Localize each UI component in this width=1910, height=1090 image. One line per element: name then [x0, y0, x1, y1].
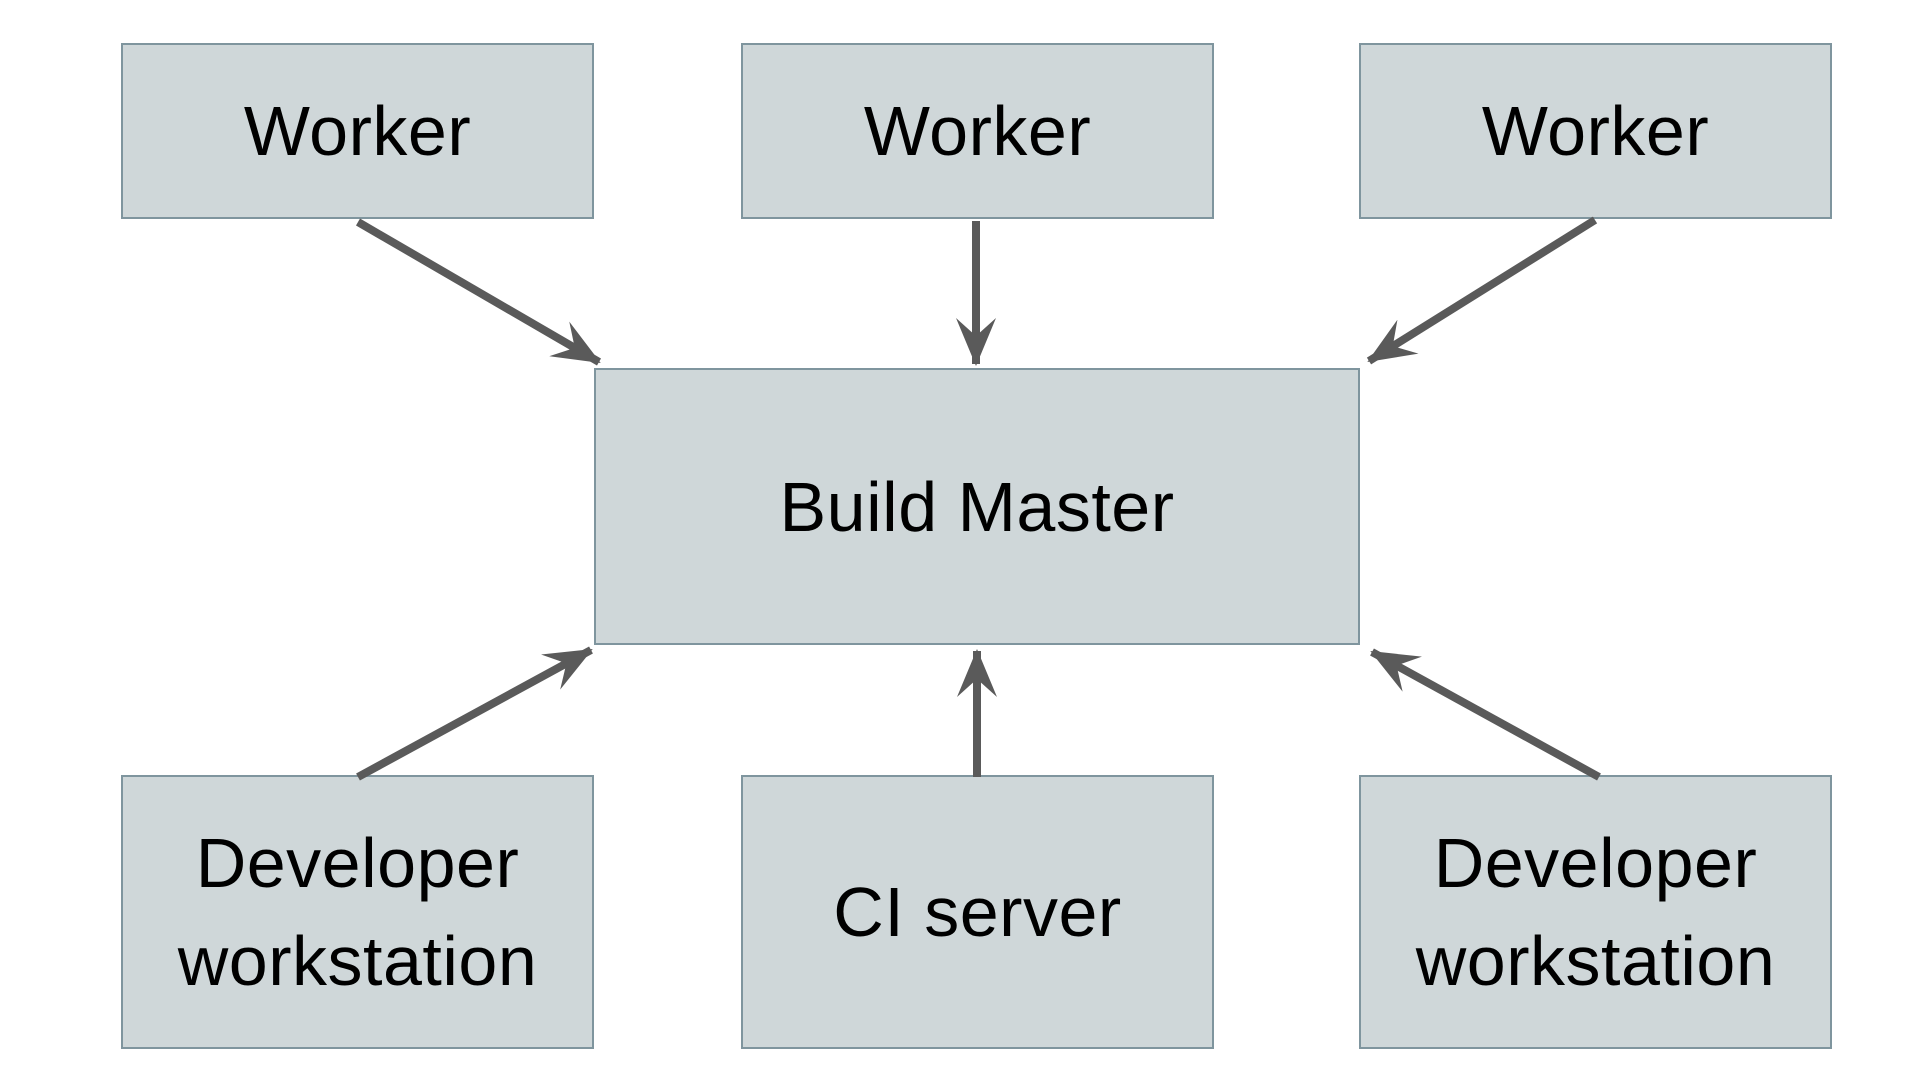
arrow-developer-workstation-right-to-build-master — [1370, 648, 1601, 781]
node-label: CI server — [833, 873, 1122, 951]
arrow-developer-workstation-left-to-build-master — [356, 646, 593, 781]
node-label: Worker — [243, 92, 472, 170]
node-label: Build Master — [779, 467, 1175, 546]
arrow-worker-1-to-build-master — [355, 218, 602, 366]
node-developer-workstation-right: Developer workstation — [1359, 775, 1832, 1049]
node-label: Developer workstation — [1415, 824, 1776, 1000]
node-worker-2: Worker — [741, 43, 1214, 219]
node-label: Worker — [863, 92, 1092, 170]
arrow-worker-3-to-build-master — [1366, 216, 1598, 365]
node-worker-1: Worker — [121, 43, 594, 219]
node-ci-server: CI server — [741, 775, 1214, 1049]
node-label: Worker — [1481, 92, 1710, 170]
node-label: Developer workstation — [177, 824, 538, 1000]
node-build-master: Build Master — [594, 368, 1360, 645]
node-worker-3: Worker — [1359, 43, 1832, 219]
node-developer-workstation-left: Developer workstation — [121, 775, 594, 1049]
